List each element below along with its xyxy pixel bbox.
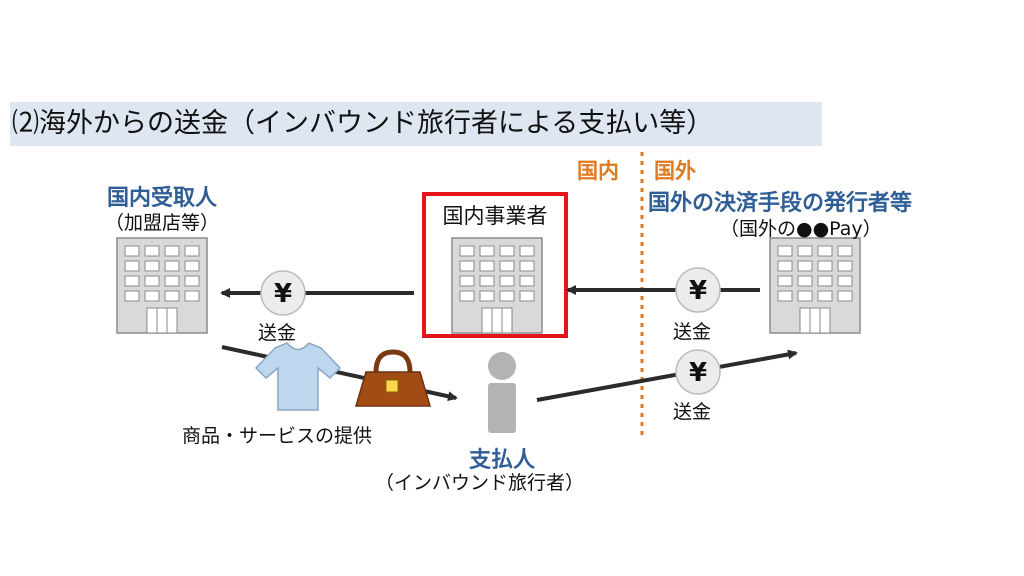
payer-person-icon [488, 352, 516, 433]
yen-coin-right-top-icon: ¥ [675, 267, 721, 313]
domestic-recipient-sub: （加盟店等） [104, 212, 219, 234]
remittance-label-left: 送金 [258, 322, 297, 344]
svg-text:¥: ¥ [689, 358, 707, 388]
payer-sub: （インバウンド旅行者） [375, 472, 585, 494]
domestic-business-building-icon [451, 237, 543, 334]
overseas-issuer-building-icon [769, 237, 861, 334]
yen-coin-left-icon: ¥ [260, 270, 306, 316]
arrow-payer-to-issuer [536, 349, 798, 402]
goods-services-label: 商品・サービスの提供 [182, 425, 373, 447]
overseas-zone-label: 国外 [654, 159, 696, 183]
domestic-business-heading: 国内事業者 [442, 204, 548, 228]
remittance-label-right-top: 送金 [673, 321, 712, 343]
overseas-issuer-heading: 国外の決済手段の発行者等 [648, 191, 913, 216]
overseas-issuer-sub: （国外の●●Pay） [720, 218, 882, 240]
svg-text:¥: ¥ [689, 276, 707, 306]
domestic-recipient-building-icon [116, 237, 208, 334]
domestic-recipient-heading: 国内受取人 [106, 186, 217, 211]
svg-text:¥: ¥ [274, 279, 292, 309]
tshirt-icon [254, 342, 342, 411]
page-title: ⑵海外からの送金（インバウンド旅行者による支払い等） [12, 108, 714, 139]
remittance-label-right-bottom: 送金 [673, 401, 712, 423]
domestic-zone-label: 国内 [577, 159, 619, 183]
yen-coin-right-bottom-icon: ¥ [675, 349, 721, 395]
domestic-business-highlight [422, 192, 568, 338]
payer-heading: 支払人 [468, 448, 535, 473]
title-bar [10, 102, 822, 146]
bag-icon [354, 349, 432, 407]
